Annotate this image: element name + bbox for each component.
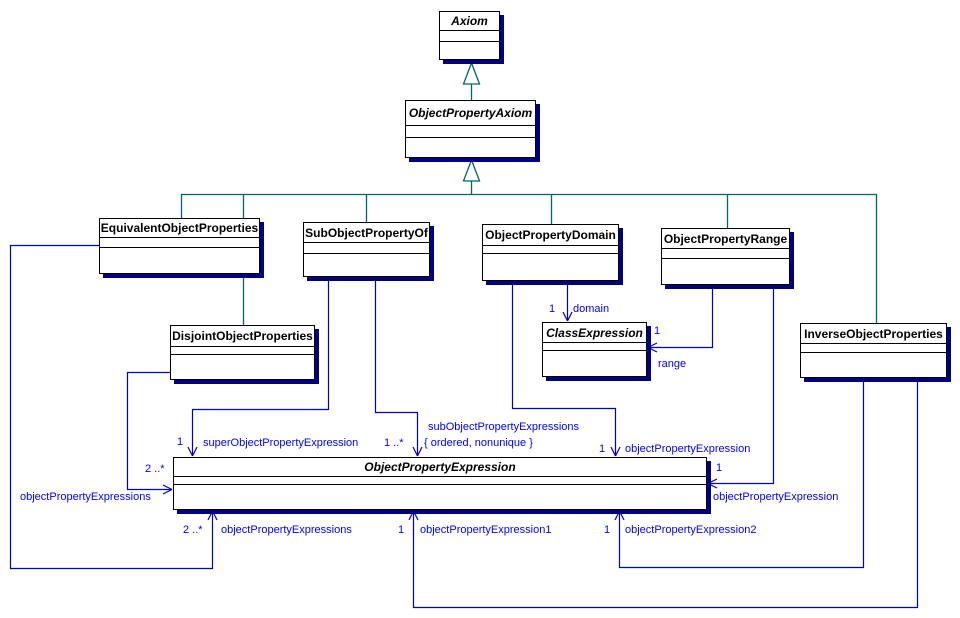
association-inverse-ope2 (614, 379, 865, 569)
class-attributes-compartment (304, 243, 429, 254)
class-operations-compartment (171, 355, 314, 379)
class-operations-compartment (174, 485, 706, 509)
edge-label-mult-sub-opes: 1 ..* (384, 437, 404, 449)
edge-label-role-domain-ce: domain (573, 303, 610, 315)
edge-label-mult-domain-ce: 1 (549, 303, 556, 315)
class-operations-compartment (440, 42, 499, 59)
edge-label-mult-inverse-ope2: 1 (604, 524, 611, 536)
class-class-expression[interactable]: ClassExpression (542, 322, 647, 377)
association-disjoint-ope (126, 371, 173, 495)
class-name-object-property-range: ObjectPropertyRange (662, 229, 789, 249)
class-operations-compartment (304, 254, 429, 276)
class-object-property-domain[interactable]: ObjectPropertyDomain (482, 224, 619, 281)
class-attributes-compartment (483, 246, 618, 254)
association-subof-super-ope (187, 278, 330, 457)
generalization-arrow-opa-icon (462, 158, 481, 182)
class-name-axiom: Axiom (440, 12, 499, 31)
class-name-object-property-domain: ObjectPropertyDomain (483, 225, 618, 246)
class-object-property-expression[interactable]: ObjectPropertyExpression (173, 457, 707, 510)
class-name-disjoint-object-properties: DisjointObjectProperties (171, 326, 314, 347)
class-name-object-property-axiom: ObjectPropertyAxiom (406, 101, 535, 126)
class-name-class-expression: ClassExpression (543, 323, 646, 343)
class-object-property-axiom[interactable]: ObjectPropertyAxiom (405, 100, 536, 158)
association-domain-ope (511, 282, 621, 457)
class-attributes-compartment (406, 126, 535, 138)
class-name-equivalent-object-properties: EquivalentObjectProperties (100, 219, 259, 238)
generalization-arrow-axiom-icon (462, 61, 481, 85)
edge-label-role-super-ope: superObjectPropertyExpression (203, 437, 359, 449)
edge-label-mult-domain-ope: 1 (599, 443, 606, 455)
class-inverse-object-properties[interactable]: InverseObjectProperties (800, 323, 947, 378)
edge-label-role-inverse-ope1: objectPropertyExpression1 (420, 524, 552, 536)
edge-label-role-range-ce: range (658, 358, 687, 370)
class-axiom[interactable]: Axiom (439, 11, 500, 60)
class-attributes-compartment (543, 343, 646, 351)
class-equivalent-object-properties[interactable]: EquivalentObjectProperties (99, 218, 260, 274)
edge-label-mult-disjoint-opes: 2 ..* (145, 463, 165, 475)
class-attributes-compartment (801, 344, 946, 353)
generalization-lines (180, 61, 878, 325)
class-name-sub-object-property-of: SubObjectPropertyOf (304, 223, 429, 243)
edge-label-mult-inverse-ope1: 1 (398, 524, 405, 536)
edge-label-mult-super-ope: 1 (177, 436, 184, 448)
class-sub-object-property-of[interactable]: SubObjectPropertyOf (303, 222, 430, 277)
edge-label-role-domain-ope: objectPropertyExpression (625, 443, 751, 455)
association-range-classexpression (647, 286, 714, 353)
class-attributes-compartment (171, 347, 314, 355)
class-attributes-compartment (440, 31, 499, 42)
class-operations-compartment (801, 353, 946, 377)
class-name-inverse-object-properties: InverseObjectProperties (801, 324, 946, 344)
class-attributes-compartment (174, 477, 706, 485)
association-subof-sub-opes (374, 278, 423, 457)
class-attributes-compartment (662, 249, 789, 259)
edge-label-mult-range-ce: 1 (654, 325, 661, 337)
edge-label-role-sub-opes-line1: subObjectPropertyExpressions (428, 421, 580, 433)
class-disjoint-object-properties[interactable]: DisjointObjectProperties (170, 325, 315, 380)
class-attributes-compartment (100, 238, 259, 248)
association-equivalent-ope (9, 244, 218, 570)
class-operations-compartment (100, 248, 259, 273)
association-inverse-ope1 (408, 379, 919, 609)
edge-label-mult-equivalent-opes: 2 ..* (183, 524, 203, 536)
edge-label-role-equivalent-opes: objectPropertyExpressions (221, 524, 352, 536)
association-domain-classexpression (562, 282, 573, 322)
class-name-object-property-expression: ObjectPropertyExpression (174, 458, 706, 477)
edge-label-role-inverse-ope2: objectPropertyExpression2 (625, 524, 757, 536)
edge-label-role-sub-opes-line2: { ordered, nonunique } (424, 437, 533, 449)
class-operations-compartment (406, 138, 535, 157)
edge-label-role-disjoint-opes: objectPropertyExpressions (20, 491, 151, 503)
class-operations-compartment (662, 259, 789, 284)
class-operations-compartment (543, 351, 646, 376)
edge-label-mult-range-ope: 1 (716, 462, 723, 474)
association-range-ope (707, 286, 775, 489)
class-object-property-range[interactable]: ObjectPropertyRange (661, 228, 790, 285)
edge-label-role-range-ope: objectPropertyExpression (713, 491, 839, 503)
association-lines (9, 244, 919, 609)
class-operations-compartment (483, 254, 618, 280)
